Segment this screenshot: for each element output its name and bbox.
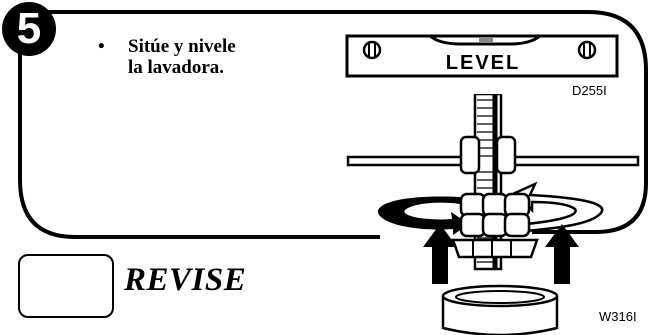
level-screw-left-icon xyxy=(362,40,382,60)
instruction-text: • Sitúe y nivele la lavadora. xyxy=(98,36,328,78)
level-tool-illustration: LEVEL xyxy=(345,34,619,78)
level-label: LEVEL xyxy=(446,52,520,74)
adjusting-nut xyxy=(459,192,531,238)
arrow-up-right-icon xyxy=(545,224,579,284)
level-bubble xyxy=(479,37,493,43)
instruction-line-2: la lavadora. xyxy=(128,57,225,78)
figure-code-leg: W316I xyxy=(599,309,637,324)
bullet: • xyxy=(98,36,105,57)
leg-foot-nut xyxy=(451,238,539,259)
instruction-line-1: Sitúe y nivele xyxy=(128,36,236,57)
foot-cap xyxy=(441,284,559,335)
figure-code-level: D255I xyxy=(572,83,607,98)
level-screw-right-icon xyxy=(577,40,597,60)
leveling-leg-illustration xyxy=(346,94,640,335)
arrow-up-left-icon xyxy=(423,224,457,284)
check-label: REVISE xyxy=(124,262,247,298)
lock-nut-upper xyxy=(459,135,517,175)
step-number-badge: 5 xyxy=(2,2,56,56)
check-box[interactable] xyxy=(18,254,114,318)
level-vial xyxy=(429,34,541,46)
